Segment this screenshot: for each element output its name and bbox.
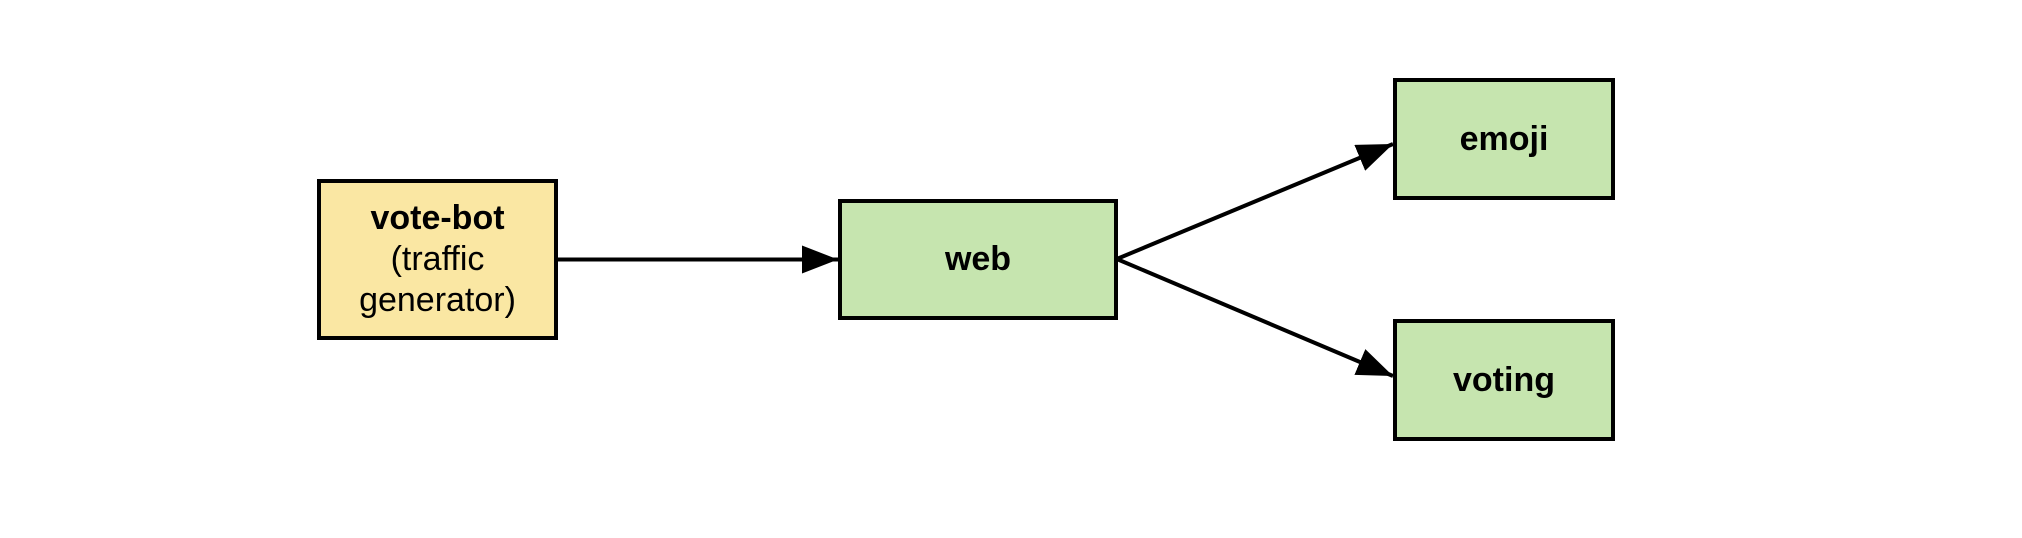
node-voting-label: voting <box>1453 360 1555 399</box>
node-vote-bot: vote-bot (traffic generator) <box>317 179 558 340</box>
node-vote-bot-subtitle: (traffic generator) <box>359 240 516 319</box>
node-web: web <box>838 199 1118 320</box>
node-web-label: web <box>944 240 1012 279</box>
node-vote-bot-title: vote-bot <box>370 199 505 238</box>
node-emoji: emoji <box>1393 78 1615 200</box>
edge-web-to-voting-arrow <box>1117 257 1394 378</box>
edge-web-to-emoji-arrow <box>1117 142 1394 261</box>
node-emoji-label: emoji <box>1459 119 1549 158</box>
node-voting: voting <box>1393 319 1615 441</box>
